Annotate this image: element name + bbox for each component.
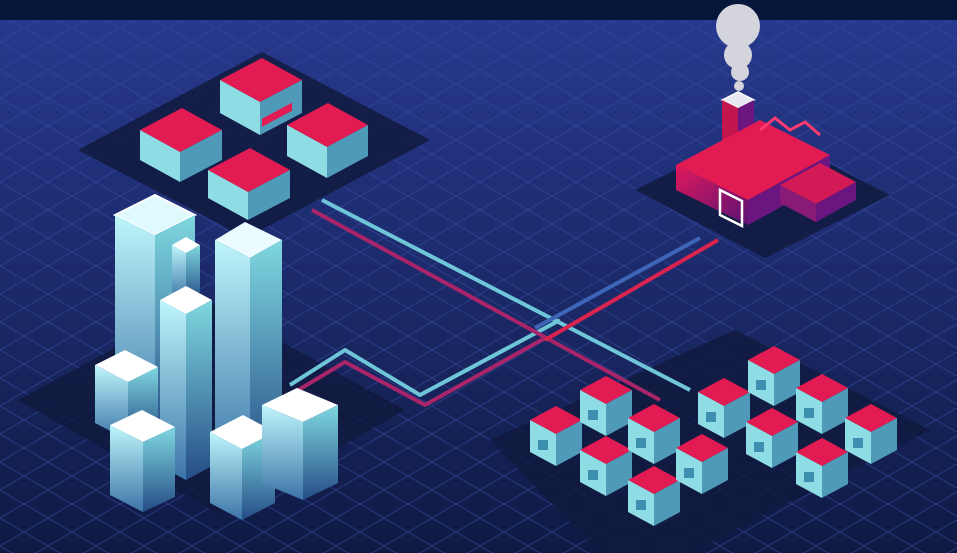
cyan-line <box>288 318 561 397</box>
magenta-line-upper <box>311 208 661 402</box>
house-icon <box>530 406 582 466</box>
warehouse-platform <box>78 52 430 238</box>
house-icon <box>628 466 680 526</box>
house-icon <box>698 378 750 438</box>
house-icon <box>676 434 728 494</box>
top-bar <box>0 0 957 20</box>
house-icon <box>580 436 632 496</box>
house-icon <box>580 376 632 436</box>
blue-line <box>534 236 701 330</box>
house-icon <box>628 404 680 464</box>
warehouse-icon <box>140 58 368 220</box>
factory-icon <box>676 91 856 229</box>
skyscraper-cluster-icon <box>95 193 338 520</box>
magenta-line <box>288 336 546 407</box>
smoke-icon <box>716 4 760 91</box>
house-icon <box>746 408 798 468</box>
house-icon <box>796 438 848 498</box>
red-line <box>543 238 720 342</box>
network-lines <box>288 198 720 407</box>
house-icon <box>748 346 800 406</box>
cyan-line-upper <box>321 198 691 392</box>
house-icon <box>845 404 897 464</box>
house-icon <box>796 374 848 434</box>
houses-group <box>530 346 897 526</box>
